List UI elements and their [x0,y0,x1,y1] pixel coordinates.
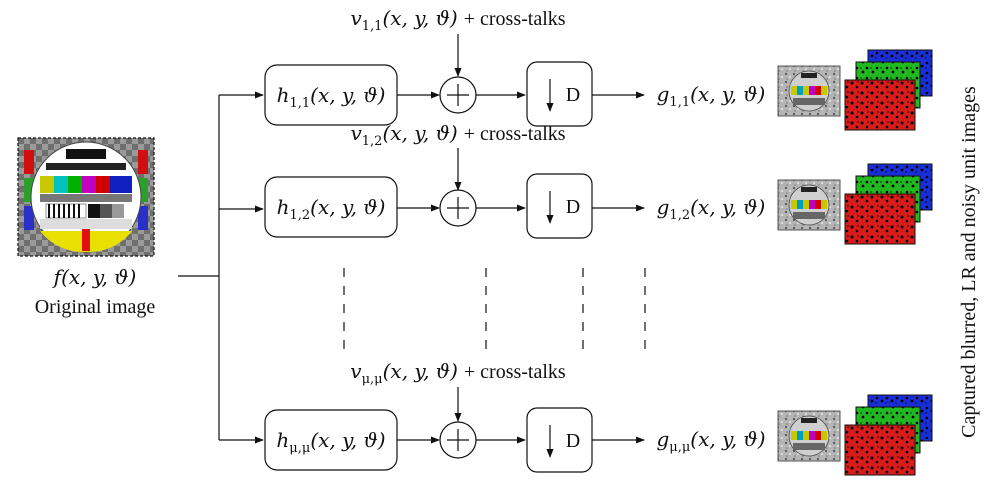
channel-2: v1,2(x, y, ϑ)+ cross-talks h1,2(x, y, ϑ)… [264,121,766,239]
downsample-label-2: D [566,196,580,218]
captured-images-side-label: Captured blurred, LR and noisy unit imag… [958,86,980,438]
captured-images-2 [777,163,933,245]
sum-plus-icon-2 [447,197,469,219]
noise-label-last: vμ,μ(x, y, ϑ)+ cross-talks [350,359,566,387]
output-label-2: g1,2(x, y, ϑ) [657,195,766,223]
output-label-last: gμ,μ(x, y, ϑ) [656,427,765,455]
filter-label-last: hμ,μ(x, y, ϑ) [276,428,385,456]
noise-label-2: v1,2(x, y, ϑ)+ cross-talks [350,121,565,149]
captured-images-1 [777,49,933,131]
captured-images-last [777,394,933,476]
downsample-box-last [526,407,593,473]
output-label-1: g1,1(x, y, ϑ) [657,82,766,110]
sum-plus-icon-last [447,429,469,451]
noise-label-1: v1,1(x, y, ϑ)+ cross-talks [350,6,565,34]
downsample-box-1 [526,61,593,127]
downsample-label-last: D [566,430,580,452]
filter-label-1: h1,1(x, y, ϑ) [277,83,386,111]
filter-label-2: h1,2(x, y, ϑ) [277,195,386,223]
downsample-box-2 [526,173,593,239]
original-image-label: Original image [35,296,156,318]
downsample-label-1: D [566,84,580,106]
original-image-thumbnail [17,137,155,257]
sum-plus-icon-1 [447,84,469,106]
filter-box-2 [264,176,398,238]
channel-last: vμ,μ(x, y, ϑ)+ cross-talks hμ,μ(x, y, ϑ)… [264,359,766,473]
original-image-formula: f(x, y, ϑ) [52,265,137,289]
channel-1: v1,1(x, y, ϑ)+ cross-talks h1,1(x, y, ϑ)… [264,6,766,127]
